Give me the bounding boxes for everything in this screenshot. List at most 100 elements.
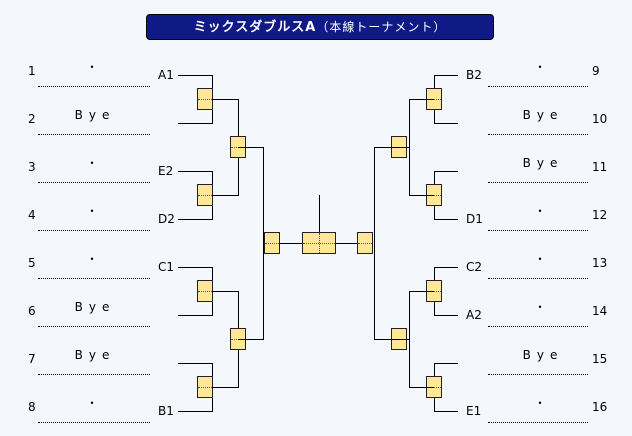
bracket-line [434, 171, 458, 172]
bracket-line [280, 243, 302, 244]
bracket-line [409, 291, 434, 292]
entry-number: 5 [28, 256, 36, 270]
entry-underline [488, 134, 588, 135]
entry-number: 6 [28, 304, 36, 318]
entry-underline [38, 86, 150, 87]
entry-underline [488, 422, 588, 423]
bracket-line [409, 99, 434, 100]
bracket-line [434, 219, 458, 220]
bracket-line [212, 99, 238, 100]
bracket-line [178, 363, 212, 364]
entry-name: ・ [533, 60, 552, 74]
bracket-line [409, 99, 410, 196]
seed-label: D1 [466, 212, 483, 226]
entry-underline [38, 230, 150, 231]
bracket-line [374, 147, 409, 148]
seed-label: E1 [466, 404, 482, 418]
seed-label: A1 [158, 68, 174, 82]
match-box [264, 232, 280, 254]
bracket-line [238, 147, 263, 148]
seed-label: C2 [466, 260, 483, 274]
bracket-line [319, 195, 320, 232]
entry-number: 1 [28, 64, 36, 78]
entry-underline [38, 182, 150, 183]
bracket-line [409, 195, 434, 196]
bracket-line [434, 315, 458, 316]
entry-underline [38, 326, 150, 327]
entry-name: ・ [85, 204, 104, 218]
entry-name: Bye [74, 348, 116, 362]
bracket-line [212, 387, 238, 388]
entry-underline [488, 86, 588, 87]
title-main: ミックスダブルスA [193, 20, 317, 35]
seed-label: E2 [158, 164, 174, 178]
seed-label: A2 [466, 308, 482, 322]
entry-underline [38, 278, 150, 279]
bracket-line [178, 411, 212, 412]
entry-underline [488, 374, 588, 375]
entry-underline [488, 230, 588, 231]
bracket-line [178, 75, 212, 76]
entry-number: 11 [592, 160, 608, 174]
bracket-line [212, 291, 238, 292]
entry-name: ・ [85, 396, 104, 410]
entry-number: 7 [28, 352, 36, 366]
entry-number: 16 [592, 400, 608, 414]
entry-name: ・ [85, 252, 104, 266]
entry-number: 13 [592, 256, 608, 270]
entry-number: 14 [592, 304, 608, 318]
entry-name: ・ [85, 156, 104, 170]
bracket-line [409, 291, 410, 388]
title-sub: （本線トーナメント） [316, 20, 447, 34]
bracket-line [374, 147, 375, 340]
entry-number: 2 [28, 112, 36, 126]
bracket-line [434, 75, 458, 76]
seed-label: D2 [158, 212, 175, 226]
bracket-line [263, 147, 264, 340]
bracket-line [336, 243, 357, 244]
entry-name: ・ [85, 60, 104, 74]
seed-label: B2 [466, 68, 482, 82]
bracket-line [374, 339, 409, 340]
seed-label: C1 [158, 260, 175, 274]
entry-number: 9 [592, 64, 600, 78]
bracket-line [434, 363, 458, 364]
entry-underline [38, 374, 150, 375]
entry-number: 4 [28, 208, 36, 222]
final-match-box [302, 232, 336, 254]
entry-number: 8 [28, 400, 36, 414]
entry-number: 15 [592, 352, 608, 366]
bracket-line [178, 315, 212, 316]
entry-name: ・ [533, 300, 552, 314]
entry-name: ・ [533, 396, 552, 410]
bracket-line [434, 411, 458, 412]
bracket-line [178, 171, 212, 172]
entry-underline [488, 182, 588, 183]
entry-underline [38, 134, 150, 135]
bracket-line [212, 195, 238, 196]
bracket-line [409, 387, 434, 388]
entry-number: 12 [592, 208, 608, 222]
match-box [197, 280, 213, 302]
entry-number: 3 [28, 160, 36, 174]
match-box [357, 232, 373, 254]
entry-name: Bye [522, 108, 564, 122]
entry-underline [488, 326, 588, 327]
bracket-line [434, 123, 458, 124]
seed-label: B1 [158, 404, 174, 418]
entry-underline [488, 278, 588, 279]
match-box [197, 88, 213, 110]
bracket-line [434, 267, 458, 268]
entry-name: Bye [74, 108, 116, 122]
entry-name: ・ [533, 204, 552, 218]
match-box [197, 184, 213, 206]
entry-underline [38, 422, 150, 423]
entry-number: 10 [592, 112, 608, 126]
entry-name: ・ [533, 252, 552, 266]
bracket-line [178, 219, 212, 220]
entry-name: Bye [522, 156, 564, 170]
entry-name: Bye [522, 348, 564, 362]
match-box [197, 376, 213, 398]
bracket-line [178, 267, 212, 268]
